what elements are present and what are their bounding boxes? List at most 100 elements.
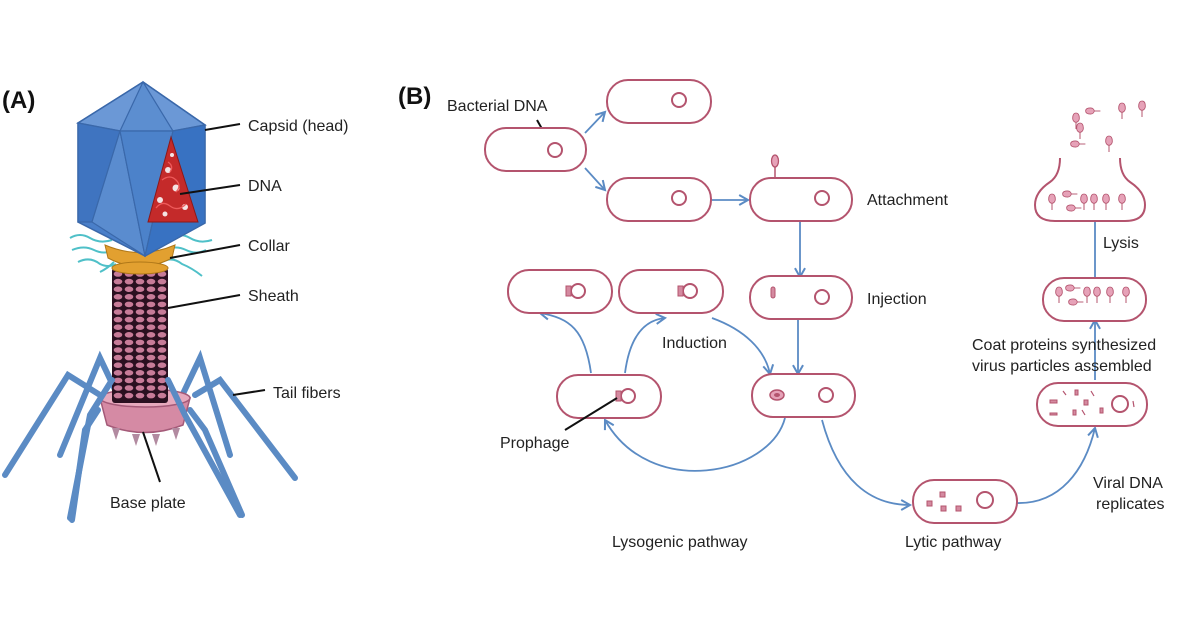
sheath-segment [135, 362, 145, 369]
sheath-segment [135, 286, 145, 293]
sheath-segment [124, 278, 134, 285]
sheath-segment [113, 385, 123, 391]
sheath-segment [124, 362, 134, 369]
sheath-segment [113, 392, 123, 399]
label-virus-assembled: virus particles assembled [972, 358, 1152, 375]
sheath-segment [124, 385, 134, 391]
cell-circularized [751, 373, 856, 418]
label-coat-proteins: Coat proteins synthesized [972, 337, 1156, 354]
sheath-segment [113, 278, 123, 285]
sheath-segment [135, 377, 145, 384]
cell-lysogen-1 [507, 269, 613, 314]
tail-fibers-front [67, 377, 243, 521]
sheath-segment [135, 354, 145, 361]
sheath-segment [135, 278, 145, 285]
cell-attachment [749, 154, 853, 222]
cell-assembled [1042, 277, 1147, 322]
label-lysogenic-pathway: Lysogenic pathway [612, 534, 748, 551]
sheath [112, 268, 168, 403]
sheath-segment [124, 294, 134, 300]
sheath-segment [135, 294, 145, 300]
cell-injection [749, 275, 853, 320]
sheath-segment [113, 362, 123, 369]
prophage-leader [564, 397, 618, 431]
sheath-segment [146, 354, 156, 361]
cell-replicating [1036, 382, 1148, 427]
sheath-segment [124, 324, 134, 331]
panel-a-leaders [142, 123, 266, 483]
virion-icon [1118, 102, 1126, 120]
sheath-segment [146, 309, 156, 315]
panel-a-label: (A) [2, 87, 35, 114]
sheath-segment [124, 392, 134, 399]
label-collar: Collar [248, 238, 290, 255]
label-base-plate: Base plate [110, 495, 186, 512]
sheath-segment [124, 347, 134, 353]
virion-icon [1138, 100, 1146, 118]
cell-lytic [912, 479, 1018, 524]
sheath-segment [146, 377, 156, 384]
cell-division-top [606, 79, 712, 124]
sheath-segment [135, 347, 145, 353]
flow-arrows [537, 110, 1101, 511]
sheath-segment [135, 324, 145, 331]
label-bacterial-dna: Bacterial DNA [447, 98, 548, 115]
sheath-segment [146, 301, 156, 308]
sheath-segment [135, 370, 145, 376]
sheath-segment [157, 370, 167, 376]
sheath-segment [146, 392, 156, 399]
sheath-segment [113, 324, 123, 331]
sheath-segment [135, 339, 145, 346]
sheath-segment [157, 324, 167, 331]
sheath-segment [113, 301, 123, 308]
label-replicates: replicates [1096, 496, 1164, 513]
sheath-segment [113, 309, 123, 315]
sheath-segment [124, 309, 134, 315]
sheath-segment [146, 370, 156, 376]
sheath-segment [157, 347, 167, 353]
virion-icon [1076, 122, 1084, 140]
sheath-segment [157, 339, 167, 346]
label-lysis: Lysis [1103, 235, 1139, 252]
sheath-segment [157, 309, 167, 315]
cell-lysogen-2 [618, 269, 724, 314]
cell-lysing [1033, 100, 1147, 222]
capsid [75, 80, 207, 258]
label-attachment: Attachment [867, 192, 948, 209]
label-prophage: Prophage [500, 435, 569, 452]
dna-window [147, 135, 199, 223]
sheath-segment [124, 339, 134, 346]
cell-initial [484, 127, 587, 172]
sheath-segment [157, 286, 167, 293]
virion-icon [1105, 135, 1113, 153]
cell-division-bottom [606, 177, 712, 222]
label-lytic-pathway: Lytic pathway [905, 534, 1001, 551]
sheath-segment [113, 316, 123, 323]
sheath-segment [157, 385, 167, 391]
label-viral-dna: Viral DNA [1093, 475, 1163, 492]
sheath-segment [157, 294, 167, 300]
sheath-segment [113, 347, 123, 353]
sheath-segment [124, 301, 134, 308]
sheath-segment [157, 392, 167, 399]
virion-icon [1070, 140, 1086, 148]
sheath-segment [146, 278, 156, 285]
panel-b: (B) Bacterial DNA [398, 79, 1164, 551]
sheath-segment [113, 339, 123, 346]
sheath-segment [146, 339, 156, 346]
sheath-segment [157, 332, 167, 338]
sheath-segment [157, 316, 167, 323]
sheath-segment [113, 286, 123, 293]
sheath-segment [146, 362, 156, 369]
cell-prophage [556, 374, 662, 419]
sheath-segment [113, 332, 123, 338]
sheath-segment [157, 301, 167, 308]
sheath-segment [124, 354, 134, 361]
sheath-segment [146, 294, 156, 300]
sheath-segment [124, 286, 134, 293]
sheath-segment [135, 392, 145, 399]
sheath-segment [146, 385, 156, 391]
sheath-segment [124, 332, 134, 338]
label-induction: Induction [662, 335, 727, 352]
